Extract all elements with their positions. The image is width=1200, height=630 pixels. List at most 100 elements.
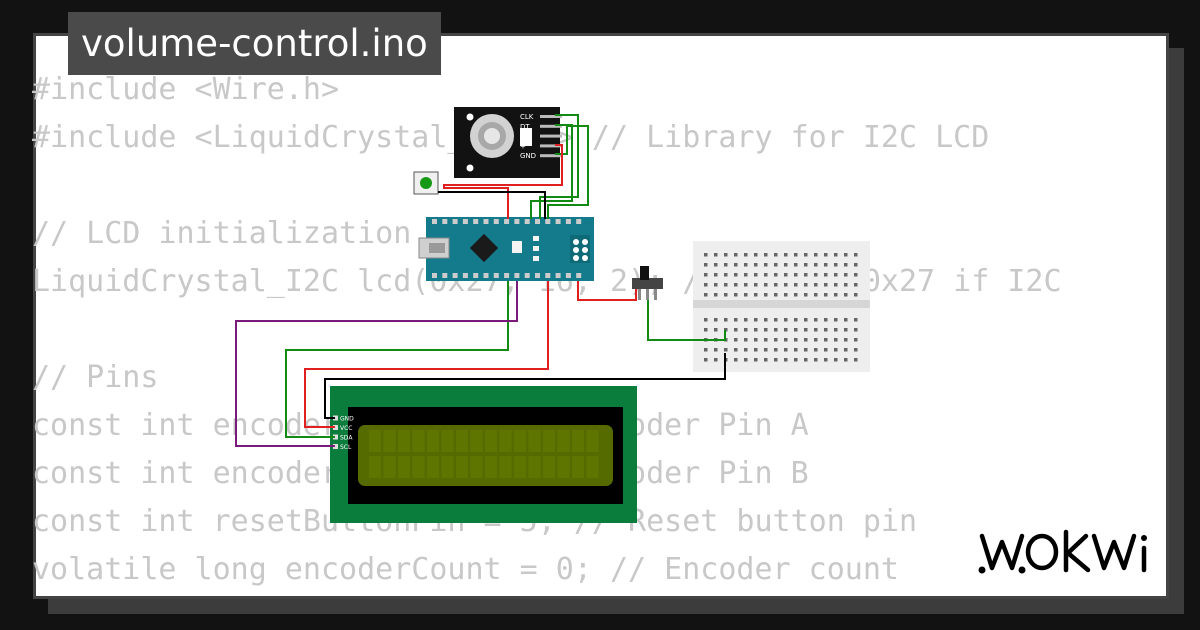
breadboard-hole [734,253,738,257]
encoder-pin-label: DT [520,123,530,131]
breadboard-hole [794,318,798,322]
nano-pin [545,219,551,224]
project-title[interactable]: volume-control.ino [68,12,441,75]
breadboard-hole [754,293,758,297]
breadboard-hole [714,273,718,277]
nano-pin [545,273,551,278]
breadboard-hole [774,293,778,297]
breadboard-hole [854,328,858,332]
breadboard-hole [854,253,858,257]
breadboard-hole [824,358,828,362]
lcd-character-cell [470,456,483,478]
breadboard-hole [844,273,848,277]
breadboard-hole [844,338,848,342]
lcd-character-cell [412,430,425,452]
breadboard-hole [854,293,858,297]
lcd-character-cell [499,456,512,478]
breadboard-hole [834,273,838,277]
nano-pin [432,273,437,278]
breadboard-hole [714,328,718,332]
encoder-pin-label: CLK [520,113,534,121]
breadboard-hole [724,293,728,297]
nano-pin [535,219,540,224]
lcd-character-cell [427,456,439,478]
breadboard-hole [764,338,768,342]
nano-pin [442,273,448,278]
nano-pin [535,273,540,278]
breadboard-hole [744,293,748,297]
breadboard-hole [774,273,778,277]
breadboard-hole [764,253,768,257]
breadboard-hole [764,358,768,362]
nano-pin [452,273,458,278]
nano-pin [524,273,530,278]
breadboard-hole [794,328,798,332]
breadboard-hole [834,358,838,362]
breadboard-hole [744,358,748,362]
push-button [413,171,439,195]
wire-lcd-sda-green [285,281,509,438]
breadboard-hole [834,253,838,257]
breadboard-hole [804,273,808,277]
breadboard-hole [704,358,708,362]
breadboard-hole [724,283,728,287]
wire-lcd-vcc-red [304,281,549,428]
code-line: #include <Wire.h> [32,72,340,107]
breadboard-hole [734,273,738,277]
breadboard-hole [764,348,768,352]
nano-pin [493,219,499,224]
nano-pin [462,219,468,224]
breadboard-hole [714,263,718,267]
code-line: // LCD initialization [32,216,412,251]
breadboard-hole [754,328,758,332]
breadboard-hole [854,263,858,267]
breadboard-hole [844,348,848,352]
breadboard-hole [734,348,738,352]
code-line: #include <LiquidCrystal_I2C.h> // Librar… [32,120,990,155]
breadboard-hole [844,263,848,267]
encoder-pin [540,154,562,158]
breadboard-hole [704,263,708,267]
breadboard-hole [734,328,738,332]
nano-pin [555,273,561,278]
breadboard-hole [724,253,728,257]
encoder-pin-label: SW [520,133,531,141]
nano-pin [442,219,448,224]
breadboard-hole [774,318,778,322]
wire-encoder-clk-green [539,114,579,219]
lcd-character-cell [456,430,468,452]
breadboard-hole [854,358,858,362]
breadboard-hole [704,273,708,277]
breadboard-hole [804,338,808,342]
lcd-character-cell [528,430,541,452]
breadboard-hole [734,293,738,297]
breadboard-hole [754,253,758,257]
encoder-pin-label: GND [520,152,536,160]
lcd-pin-label: SDA [340,435,353,442]
breadboard-hole [704,318,708,322]
breadboard-hole [834,293,838,297]
breadboard-hole [854,283,858,287]
breadboard-hole [724,328,728,332]
breadboard-hole [704,348,708,352]
breadboard-hole [794,273,798,277]
breadboard-hole [824,273,828,277]
breadboard-hole [774,263,778,267]
breadboard-hole [754,358,758,362]
nano-pin [493,273,499,278]
breadboard-hole [784,318,788,322]
wires [235,114,726,447]
nano-pin [576,219,582,224]
lcd-character-cell [543,456,555,478]
breadboard-hole [724,318,728,322]
wire-encoder-dt-green [530,124,573,219]
breadboard-hole [724,263,728,267]
lcd-character-cell [572,456,584,478]
breadboard-hole [804,293,808,297]
breadboard-hole [794,348,798,352]
lcd-character-cell [543,430,555,452]
breadboard-hole [804,328,808,332]
lcd-character-cell [528,456,541,478]
encoder-pin [540,124,562,128]
breadboard-hole [834,283,838,287]
